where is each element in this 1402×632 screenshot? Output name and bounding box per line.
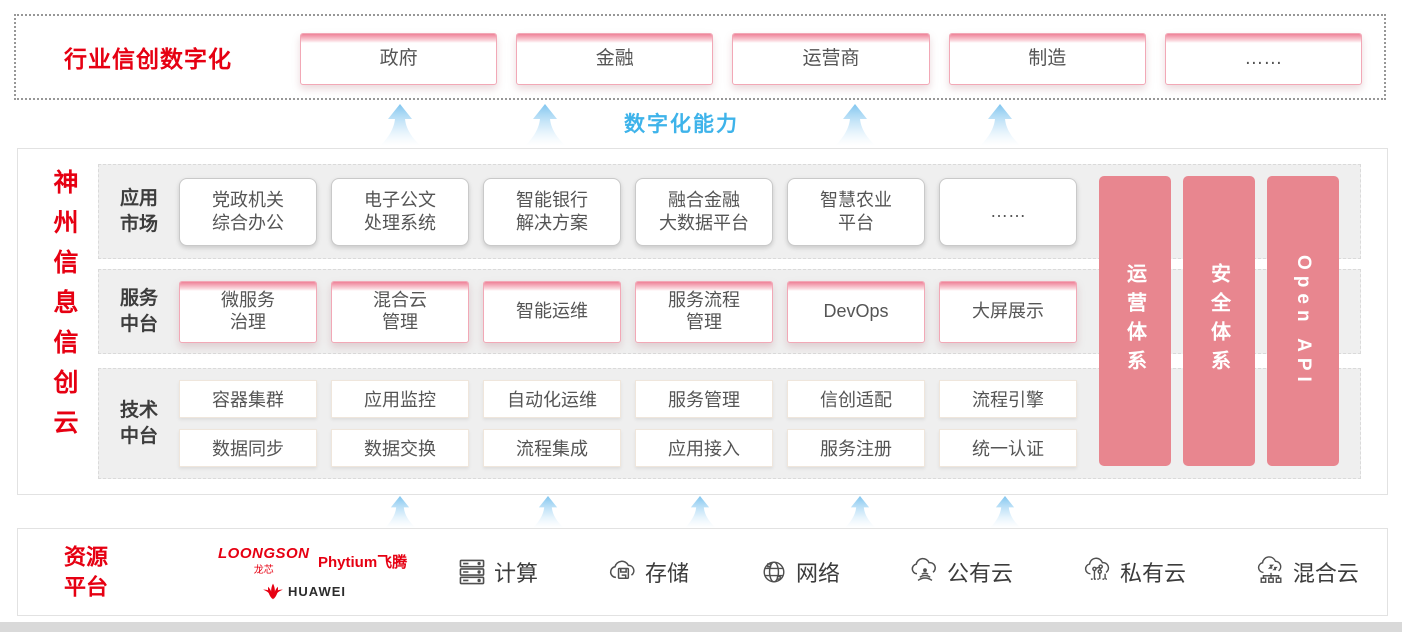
resource-item-public-cloud: 公有云: [909, 556, 1013, 588]
tech-card-app-access[interactable]: 应用接入: [635, 429, 773, 467]
vendor-logos: LOONGSON 龙芯 Phytium飞腾 HUAWEI: [210, 539, 460, 605]
svc-card-devops[interactable]: DevOps: [787, 280, 925, 343]
resource-arrow-band: [0, 495, 1402, 528]
svc-card-big-screen[interactable]: 大屏展示: [939, 280, 1077, 343]
resource-label: 公有云: [946, 561, 1013, 586]
resource-item-compute: 计算: [456, 556, 538, 588]
tech-card-service-registry[interactable]: 服务注册: [787, 429, 925, 467]
cloud-platform-box: 神州信息信创云 应用 市场 党政机关 综合办公 电子公文 处理系统 智能银行 解…: [17, 148, 1388, 495]
tech-card-data-sync[interactable]: 数据同步: [179, 429, 317, 467]
up-arrow-icon: [380, 104, 421, 146]
svc-card-microservice-governance[interactable]: 微服务 治理: [179, 280, 317, 343]
tech-card-container-cluster[interactable]: 容器集群: [179, 380, 317, 418]
service-cards: 微服务 治理 混合云 管理 智能运维 服务流程 管理 DevOps 大屏展示: [179, 280, 1077, 343]
tech-card-xc-adaptation[interactable]: 信创适配: [787, 380, 925, 418]
resource-item-hybrid-cloud: 混合云: [1255, 556, 1359, 588]
industry-button-strip: 政府 金融 运营商 制造 ……: [300, 33, 1363, 85]
private-cloud-icon: [1084, 557, 1110, 580]
phytium-wordmark: Phytium飞腾: [318, 554, 408, 571]
resource-label: 存储: [644, 561, 689, 586]
hybrid-cloud-icon: [1257, 556, 1282, 583]
huawei-wordmark: HUAWEI: [288, 583, 346, 599]
resource-label: 私有云: [1119, 561, 1186, 586]
sidebar-operation-label: 运营体系: [1123, 263, 1146, 379]
row-label-application-market: 应用 市场: [119, 187, 158, 235]
huawei-logo: HUAWEI: [262, 581, 346, 601]
loongson-wordmark: LOONGSON: [218, 545, 310, 562]
row-label-technology-platform: 技术 中台: [119, 399, 158, 447]
industry-button-manufacturing[interactable]: 制造: [948, 33, 1146, 85]
storage-cloud-icon: [609, 560, 635, 579]
resource-platform-title: 资源 平台: [64, 544, 109, 599]
tech-card-automated-ops[interactable]: 自动化运维: [483, 380, 621, 418]
industry-button-government[interactable]: 政府: [300, 33, 498, 85]
resource-label: 计算: [494, 561, 539, 586]
app-card-more[interactable]: ……: [939, 177, 1077, 246]
industry-banner-title: 行业信创数字化: [64, 46, 232, 72]
sidebar-operation-system[interactable]: 运营体系: [1099, 176, 1171, 466]
tech-card-process-integration[interactable]: 流程集成: [483, 429, 621, 467]
loongson-cn-label: 龙芯: [253, 565, 274, 576]
network-globe-icon: [763, 561, 785, 583]
up-arrow-icon: [844, 496, 876, 528]
resource-items: 计算 存储 网络: [456, 529, 1359, 615]
sidebar-security-label: 安全体系: [1207, 263, 1230, 379]
up-arrow-icon: [989, 496, 1021, 528]
resource-label: 网络: [795, 561, 840, 586]
public-cloud-icon: [911, 557, 936, 582]
tech-card-unified-auth[interactable]: 统一认证: [939, 429, 1077, 467]
up-arrow-icon: [980, 104, 1021, 146]
resource-item-storage: 存储: [607, 556, 689, 588]
application-cards: 党政机关 综合办公 电子公文 处理系统 智能银行 解决方案 融合金融 大数据平台…: [179, 177, 1077, 246]
svc-card-intelligent-ops[interactable]: 智能运维: [483, 280, 621, 343]
tech-card-app-monitoring[interactable]: 应用监控: [331, 380, 469, 418]
huawei-flower-icon: [263, 583, 283, 600]
resource-item-network: 网络: [758, 556, 840, 588]
industry-button-finance[interactable]: 金融: [516, 33, 714, 85]
footer-bar: [0, 622, 1402, 632]
resource-platform-box: 资源 平台 LOONGSON 龙芯 Phytium飞腾: [17, 528, 1388, 616]
resource-label: 混合云: [1292, 561, 1359, 586]
tech-card-data-exchange[interactable]: 数据交换: [331, 429, 469, 467]
phytium-logo: Phytium飞腾: [318, 551, 407, 572]
up-arrow-icon: [532, 496, 564, 528]
row-service-platform: 服务 中台 微服务 治理 混合云 管理 智能运维 服务流程 管理 DevOps …: [98, 269, 1361, 354]
app-card-finance-bigdata[interactable]: 融合金融 大数据平台: [635, 177, 773, 246]
sidebar-open-api-label: Open API: [1293, 254, 1314, 388]
up-arrow-icon: [835, 104, 876, 146]
up-arrow-icon: [684, 496, 716, 528]
row-label-service-platform: 服务 中台: [119, 287, 158, 335]
capability-arrow-band: 数字化能力: [0, 100, 1402, 148]
industry-button-telecom[interactable]: 运营商: [732, 33, 930, 85]
tech-card-process-engine[interactable]: 流程引擎: [939, 380, 1077, 418]
row-technology-platform: 技术 中台 容器集群 数据同步 应用监控 数据交换 自动化运维 流程集成 服务管…: [98, 368, 1361, 479]
row-application-market: 应用 市场 党政机关 综合办公 电子公文 处理系统 智能银行 解决方案 融合金融…: [98, 164, 1361, 259]
app-card-smart-agriculture[interactable]: 智慧农业 平台: [787, 177, 925, 246]
svc-card-hybrid-cloud-mgmt[interactable]: 混合云 管理: [331, 280, 469, 343]
capability-label: 数字化能力: [624, 113, 739, 136]
svc-card-service-process-mgmt[interactable]: 服务流程 管理: [635, 280, 773, 343]
tech-card-service-mgmt[interactable]: 服务管理: [635, 380, 773, 418]
sidebar-open-api[interactable]: Open API: [1267, 176, 1339, 466]
loongson-logo: LOONGSON 龙芯: [218, 545, 310, 576]
industry-banner: 行业信创数字化 政府 金融 运营商 制造 ……: [14, 14, 1386, 100]
server-icon: [459, 559, 485, 585]
sidebar-security-system[interactable]: 安全体系: [1183, 176, 1255, 466]
up-arrow-icon: [525, 104, 566, 146]
technology-cards: 容器集群 数据同步 应用监控 数据交换 自动化运维 流程集成 服务管理 应用接入…: [179, 380, 1077, 467]
up-arrow-icon: [384, 496, 416, 528]
app-card-edoc-system[interactable]: 电子公文 处理系统: [331, 177, 469, 246]
cloud-platform-title: 神州信息信创云: [50, 169, 78, 449]
app-card-smart-banking[interactable]: 智能银行 解决方案: [483, 177, 621, 246]
resource-item-private-cloud: 私有云: [1082, 556, 1186, 588]
app-card-gov-office[interactable]: 党政机关 综合办公: [179, 177, 317, 246]
industry-button-more[interactable]: ……: [1164, 33, 1363, 85]
